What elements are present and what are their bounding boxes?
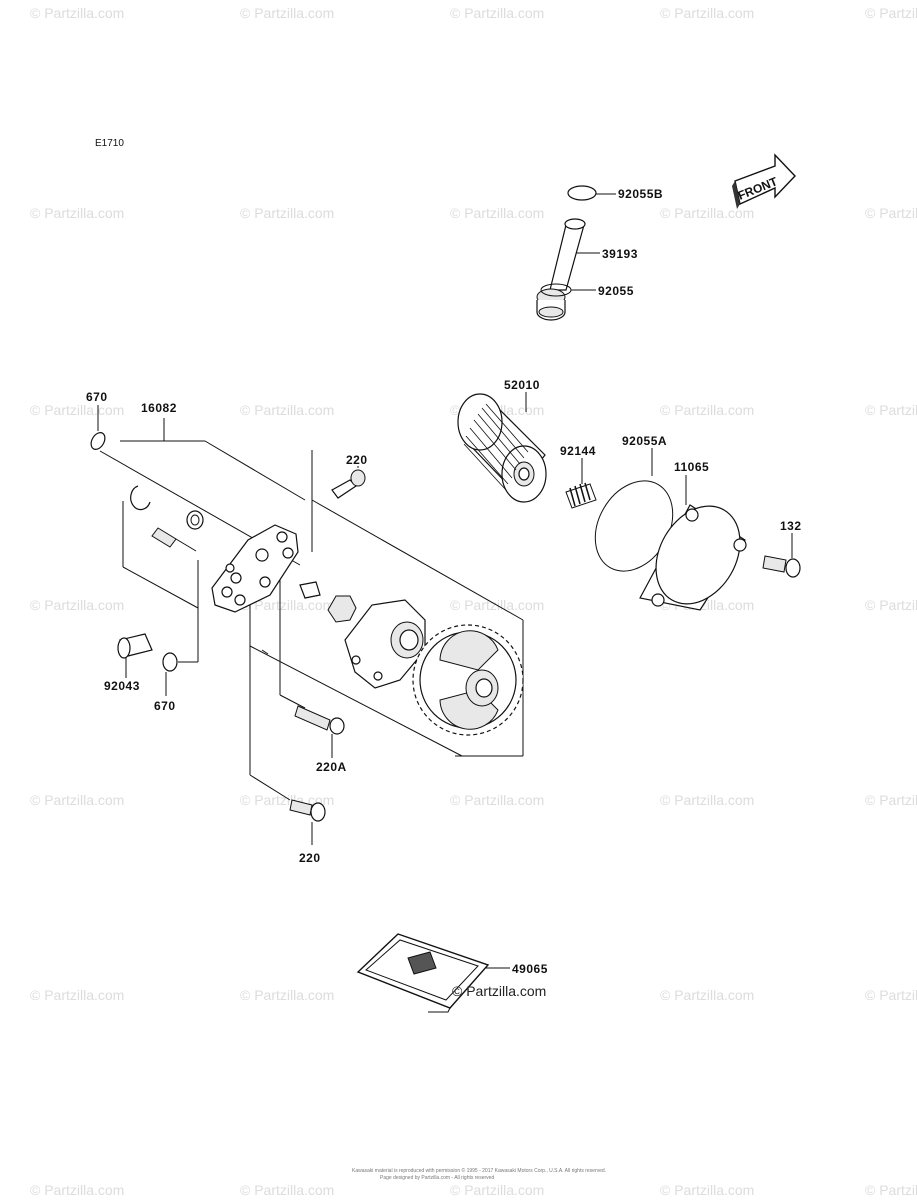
callout-92055b: 92055B — [618, 187, 663, 201]
filter-screen-49065 — [356, 933, 490, 1013]
clip-and-washer — [130, 485, 204, 552]
watermark: © Partzilla.com — [660, 5, 754, 21]
watermark: © Partzilla.com — [660, 987, 754, 1003]
watermark: © Partzilla.com — [865, 5, 917, 21]
callout-52010: 52010 — [504, 378, 540, 392]
watermark: © Partzilla.com — [660, 205, 754, 221]
watermark: © Partzilla.com — [240, 987, 334, 1003]
copyright-line-2: Page designed by Partzilla.com - All rig… — [380, 1175, 494, 1181]
watermark-center: © Partzilla.com — [452, 983, 546, 999]
watermark: © Partzilla.com — [450, 205, 544, 221]
callout-11065: 11065 — [674, 460, 709, 474]
spring-92144 — [565, 482, 597, 509]
watermark: © Partzilla.com — [240, 792, 334, 808]
watermark: © Partzilla.com — [450, 1182, 544, 1198]
pipe-39193 — [536, 218, 586, 321]
callout-220a: 220A — [316, 760, 347, 774]
bolt-220a — [294, 705, 345, 735]
watermark: © Partzilla.com — [450, 5, 544, 21]
watermark: © Partzilla.com — [660, 1182, 754, 1198]
diagram-code: E1710 — [95, 138, 124, 149]
watermark: © Partzilla.com — [30, 792, 124, 808]
watermark: © Partzilla.com — [450, 792, 544, 808]
callout-220-lower: 220 — [299, 851, 321, 865]
callout-220-upper: 220 — [346, 453, 368, 467]
watermark: © Partzilla.com — [30, 402, 124, 418]
watermark: © Partzilla.com — [30, 597, 124, 613]
watermark: © Partzilla.com — [240, 402, 334, 418]
watermark: © Partzilla.com — [660, 402, 754, 418]
watermark: © Partzilla.com — [30, 1182, 124, 1198]
watermark-layer: © Partzilla.com © Partzilla.com © Partzi… — [30, 5, 917, 1198]
callout-92055: 92055 — [598, 284, 634, 298]
callout-49065: 49065 — [512, 962, 548, 976]
watermark: © Partzilla.com — [865, 597, 917, 613]
watermark: © Partzilla.com — [240, 1182, 334, 1198]
oil-filter-52010 — [457, 393, 547, 503]
bolt-220-upper — [331, 469, 366, 499]
watermark: © Partzilla.com — [865, 987, 917, 1003]
o-ring-92055b — [567, 185, 597, 201]
watermark: © Partzilla.com — [660, 792, 754, 808]
watermark: © Partzilla.com — [30, 205, 124, 221]
callout-670-lower: 670 — [154, 699, 176, 713]
pump-cover-plate — [211, 524, 299, 613]
copyright-line-1: Kawasaki material is reproduced with per… — [352, 1167, 606, 1174]
callout-132: 132 — [780, 519, 802, 533]
dowel-92043 — [117, 633, 153, 659]
callout-16082: 16082 — [141, 401, 177, 415]
watermark: © Partzilla.com — [240, 5, 334, 21]
o-ring-670-lower — [162, 652, 178, 672]
watermark: © Partzilla.com — [865, 792, 917, 808]
watermark: © Partzilla.com — [865, 1182, 917, 1198]
pin — [299, 581, 321, 599]
watermark: © Partzilla.com — [240, 205, 334, 221]
bolt-132 — [762, 555, 801, 578]
pump-housing — [344, 599, 426, 689]
watermark: © Partzilla.com — [30, 5, 124, 21]
watermark: © Partzilla.com — [865, 402, 917, 418]
callout-92055a: 92055A — [622, 434, 667, 448]
callout-92043: 92043 — [104, 679, 140, 693]
inner-rotor — [327, 595, 357, 623]
filter-cover-11065 — [639, 504, 747, 611]
callout-670-top: 670 — [86, 390, 108, 404]
callout-39193: 39193 — [602, 247, 638, 261]
watermark: © Partzilla.com — [240, 597, 334, 613]
pump-gear — [412, 624, 524, 736]
front-arrow-icon: FRONT — [732, 153, 796, 209]
assembly-bracket-16082: 16082 — [99, 401, 524, 801]
watermark: © Partzilla.com — [30, 987, 124, 1003]
watermark: © Partzilla.com — [865, 205, 917, 221]
callout-92144: 92144 — [560, 444, 596, 458]
bolt-220-lower — [289, 799, 326, 822]
o-ring-670-top — [90, 432, 106, 450]
